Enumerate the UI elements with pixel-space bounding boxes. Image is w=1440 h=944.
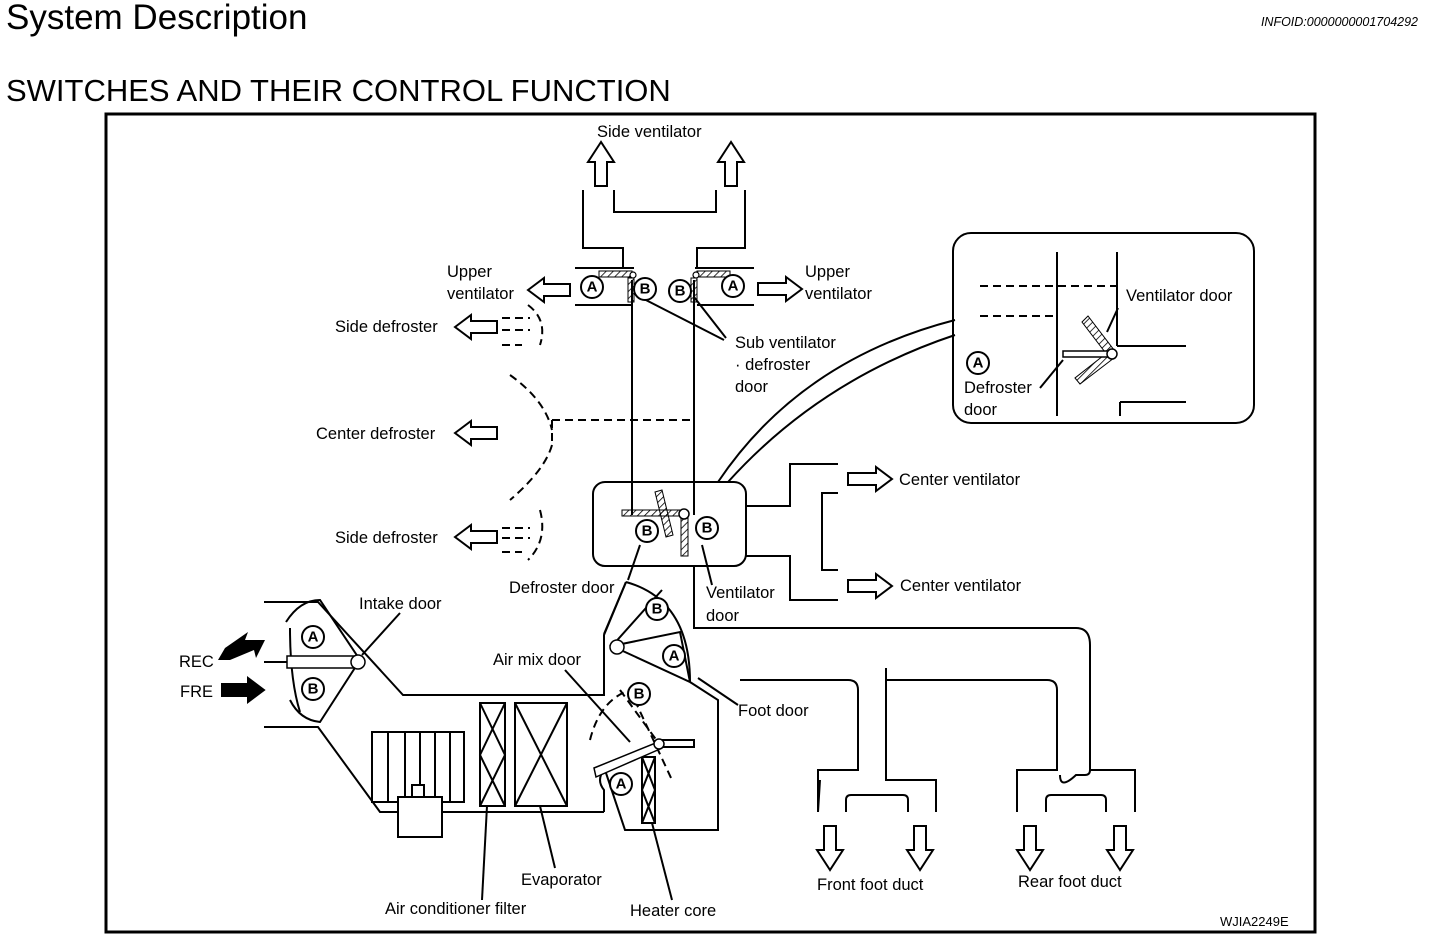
label-center-ventilator-bottom: Center ventilator: [900, 577, 1022, 595]
marker-a-foot-door: A: [669, 648, 680, 665]
label-sub-ventilator-2: · defroster: [735, 356, 811, 374]
heater-core: [641, 756, 656, 824]
marker-a-upper-left: A: [587, 279, 598, 296]
rear-foot-arrow-right: [1106, 825, 1134, 871]
label-fre: FRE: [180, 683, 213, 701]
label-front-foot-duct: Front foot duct: [817, 876, 924, 894]
label-evaporator: Evaporator: [521, 871, 602, 889]
label-foot-door: Foot door: [738, 702, 809, 720]
center-defroster-arrow: [454, 420, 498, 446]
center-door-box: [592, 481, 747, 567]
marker-a-inset: A: [973, 355, 984, 372]
info-id: INFOID:0000000001704292: [1260, 15, 1418, 29]
label-side-defroster-top: Side defroster: [335, 318, 438, 336]
side-ventilator-duct: [582, 190, 746, 268]
rear-foot-arrow-left: [1016, 825, 1044, 871]
page-title: System Description: [6, 0, 308, 37]
label-intake-door: Intake door: [359, 595, 442, 613]
label-ac-filter: Air conditioner filter: [385, 900, 527, 918]
inset-detail-box: [952, 232, 1255, 424]
side-defroster-arrow-bottom: [454, 524, 498, 550]
marker-b-defroster-door: B: [642, 523, 653, 540]
label-ventilator-door-2: door: [706, 607, 740, 625]
marker-b-air-mix: B: [634, 686, 645, 703]
marker-b-intake: B: [308, 681, 319, 698]
marker-a-intake: A: [308, 629, 319, 646]
side-ventilator-arrow-right: [717, 141, 745, 187]
label-ventilator-door-1: Ventilator: [706, 584, 775, 602]
label-air-mix-door: Air mix door: [493, 651, 582, 669]
side-ventilator-arrow-left: [587, 141, 615, 187]
label-inset-defroster: Defroster: [964, 379, 1032, 397]
label-upper-right-1: Upper: [805, 263, 850, 281]
fre-arrow: [221, 677, 265, 703]
heater-housing: [599, 769, 605, 812]
side-defroster-arrow-top: [454, 314, 498, 340]
label-rec: REC: [179, 653, 214, 671]
figure-code: WJIA2249E: [1220, 914, 1289, 929]
label-heater-core: Heater core: [630, 902, 716, 920]
front-foot-duct: [693, 566, 1091, 784]
marker-b-upper-left: B: [640, 281, 651, 298]
marker-a-air-mix: A: [616, 776, 627, 793]
upper-ventilator-arrow-right: [757, 276, 803, 302]
center-ventilator-arrow-top: [847, 466, 893, 492]
center-ventilator-arrow-bottom: [847, 573, 893, 599]
label-center-defroster: Center defroster: [316, 425, 436, 443]
marker-b-foot-door: B: [652, 601, 663, 618]
label-center-ventilator-top: Center ventilator: [899, 471, 1021, 489]
section-title: SWITCHES AND THEIR CONTROL FUNCTION: [6, 73, 671, 108]
label-sub-ventilator-1: Sub ventilator: [735, 334, 836, 352]
marker-b-ventilator-door: B: [702, 520, 713, 537]
label-side-ventilator: Side ventilator: [597, 123, 702, 141]
rec-arrow: [218, 632, 265, 660]
ac-filter: [479, 702, 506, 807]
front-foot-arrow-right: [906, 825, 934, 871]
front-foot-arrow-left: [816, 825, 844, 871]
label-defroster-door: Defroster door: [509, 579, 615, 597]
marker-b-upper-right: B: [675, 283, 686, 300]
label-rear-foot-duct: Rear foot duct: [1018, 873, 1122, 891]
label-side-defroster-bottom: Side defroster: [335, 529, 438, 547]
label-sub-ventilator-3: door: [735, 378, 769, 396]
label-upper-right-2: ventilator: [805, 285, 872, 303]
label-upper-left-2: ventilator: [447, 285, 514, 303]
label-inset-door: door: [964, 401, 998, 419]
label-upper-left-1: Upper: [447, 263, 492, 281]
label-inset-ventilator-door: Ventilator door: [1126, 287, 1233, 305]
marker-a-upper-right: A: [728, 278, 739, 295]
blower-motor: [397, 796, 443, 838]
upper-ventilator-arrow-left: [527, 277, 571, 303]
diagram-frame: [104, 112, 1317, 934]
